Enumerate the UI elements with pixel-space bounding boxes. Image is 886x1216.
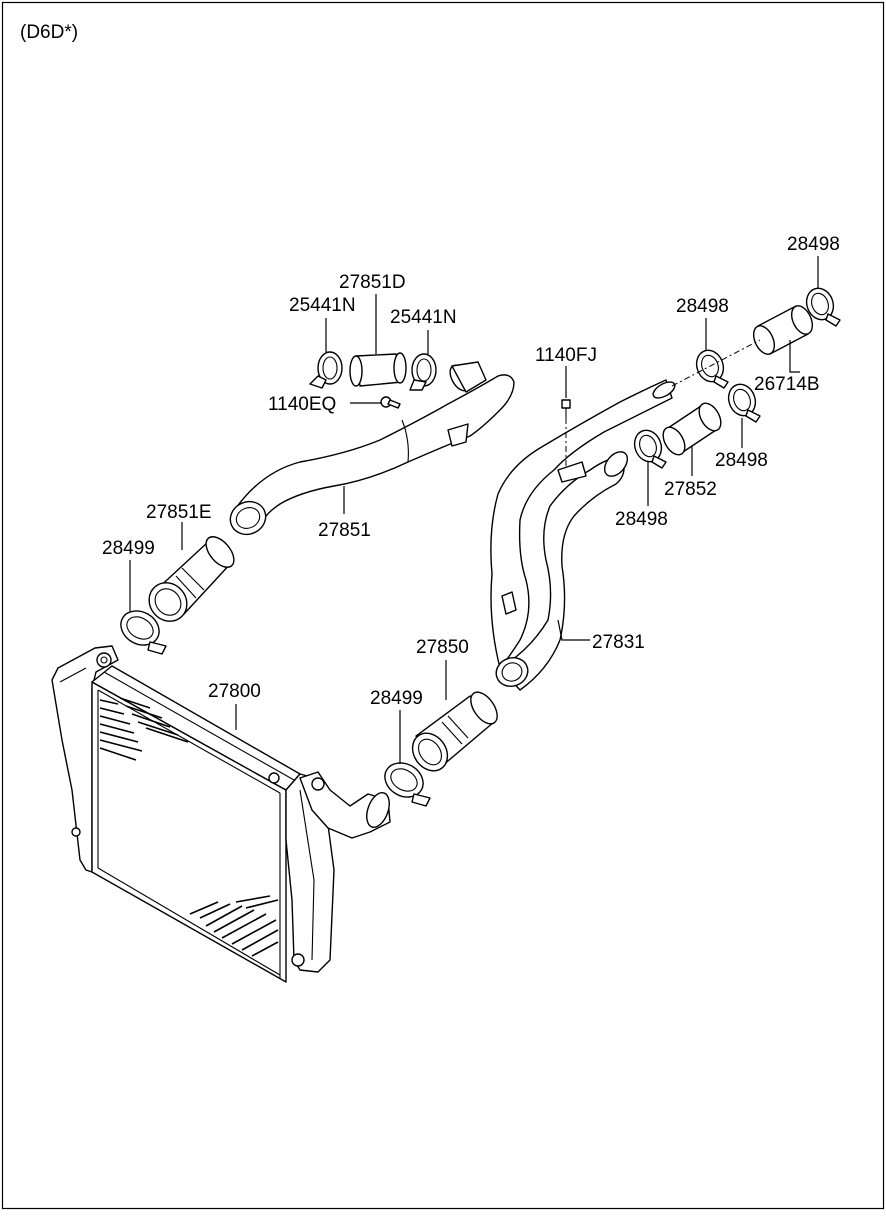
label-27800: 27800 — [208, 681, 261, 702]
clamp-28498-mid — [695, 349, 729, 389]
label-1140EQ: 1140EQ — [268, 394, 336, 415]
label-27831: 27831 — [592, 632, 645, 653]
part-labels: 28498 27851D 25441N 25441N 28498 1140FJ … — [102, 234, 840, 709]
label-28499-left: 28499 — [102, 538, 155, 559]
clamp-28498-right — [727, 383, 761, 423]
label-26714B: 26714B — [754, 374, 820, 395]
label-28498-top: 28498 — [787, 234, 840, 255]
label-27851E: 27851E — [146, 502, 212, 523]
label-28498-mid: 28498 — [676, 296, 729, 317]
hose-27850 — [411, 691, 498, 772]
label-27851D: 27851D — [339, 272, 406, 293]
label-1140FJ: 1140FJ — [535, 345, 597, 366]
bolt-1140EQ — [380, 396, 401, 409]
bolt-1140FJ — [561, 399, 571, 468]
clamp-25441N-left — [309, 351, 343, 389]
clamp-28498-low — [633, 429, 667, 469]
label-27852: 27852 — [664, 479, 717, 500]
hose-27851 — [229, 361, 515, 536]
centerline-upper — [671, 339, 761, 387]
clamp-25441N-right — [409, 353, 437, 391]
clamp-28499-left — [120, 610, 167, 655]
label-28498-right: 28498 — [715, 450, 768, 471]
leader-lines — [129, 256, 819, 764]
hose-27851E — [148, 536, 235, 622]
hose-27831 — [490, 379, 676, 691]
label-25441N-left: 25441N — [289, 295, 356, 316]
intercooler-27800 — [51, 645, 391, 983]
clamp-28498-top — [805, 287, 841, 327]
hose-26714B — [752, 305, 814, 355]
label-28498-low: 28498 — [615, 509, 668, 530]
clamp-28499-right — [384, 762, 431, 807]
label-28499-right: 28499 — [370, 688, 423, 709]
label-25441N-right: 25441N — [390, 307, 457, 328]
variant-label: (D6D*) — [20, 22, 78, 43]
hose-27852 — [662, 402, 722, 456]
label-27850: 27850 — [416, 637, 469, 658]
label-27851: 27851 — [318, 520, 371, 541]
hose-27851D — [349, 352, 407, 387]
